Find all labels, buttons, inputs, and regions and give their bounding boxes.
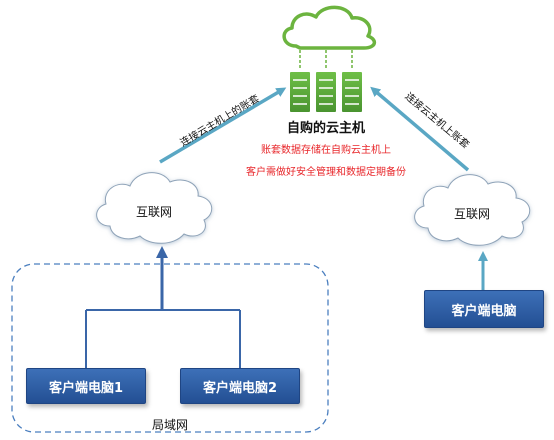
left-connection-arrow: [159, 87, 287, 164]
internet-cloud-left: [96, 172, 213, 244]
client-pc-1-box: 客户端电脑1: [26, 368, 146, 404]
remote-client-label: 客户端电脑: [451, 303, 517, 319]
right-connection-arrow: [370, 86, 470, 172]
server-icon: [316, 72, 336, 112]
cloud-host-title: 自购的云主机: [286, 121, 365, 136]
internet-cloud-right: [414, 174, 531, 246]
cloud-host-note-2: 客户需做好安全管理和数据定期备份: [246, 167, 406, 178]
cloud-host-note-1: 账套数据存储在自购云主机上: [261, 145, 391, 156]
lan-label: 局域网: [151, 418, 188, 432]
remote-client-box: 客户端电脑: [424, 290, 544, 328]
server-rack-icon: [290, 72, 362, 112]
server-icon: [342, 72, 362, 112]
client-pc-2-label: 客户端电脑2: [202, 380, 278, 396]
client-pc-1-label: 客户端电脑1: [48, 380, 124, 396]
client-pc-2-box: 客户端电脑2: [180, 368, 300, 404]
cloud-server-links: [299, 50, 353, 70]
lan-connectors: [85, 246, 241, 368]
internet-left-label: 互联网: [135, 205, 172, 219]
server-icon: [290, 72, 310, 112]
lan-boundary: [11, 263, 329, 433]
cloud-icon: [282, 5, 377, 50]
internet-right-label: 互联网: [453, 207, 490, 221]
